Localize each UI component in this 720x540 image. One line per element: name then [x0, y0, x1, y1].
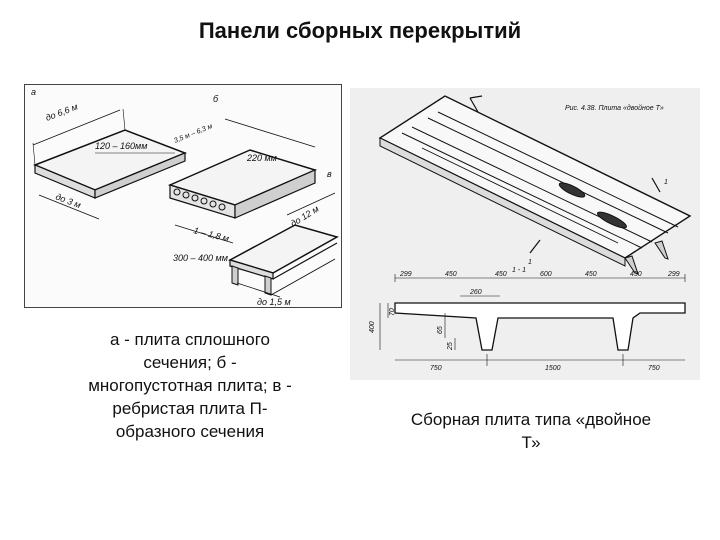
slab-types-drawing: а до 6,6 м 120 – 160мм до 3 м б 3,5 м – … — [24, 84, 342, 308]
label-a: а — [31, 87, 36, 97]
solid-slab-a — [32, 108, 188, 220]
dim-top: 450 — [445, 271, 457, 278]
cut-mark-1: 1 — [664, 179, 668, 186]
double-t-isometric — [378, 95, 692, 275]
section-mark: 1 - 1 — [512, 267, 526, 274]
label-v: в — [327, 169, 332, 179]
dim-width-b: 1 – 1,8 м — [193, 225, 231, 243]
dim-bottom: 750 — [648, 365, 660, 372]
dim-rib-depth: 300 – 400 мм — [173, 253, 228, 263]
ribbed-slab-v — [228, 192, 339, 298]
caption-right: Сборная плита типа «двойное Т» — [366, 408, 696, 454]
caption-right-line: Сборная плита типа «двойное — [410, 410, 652, 429]
slab-types-svg: а до 6,6 м 120 – 160мм до 3 м б 3,5 м – … — [31, 87, 339, 307]
dim-top: 299 — [399, 271, 412, 278]
slide-title: Панели сборных перекрытий — [198, 18, 522, 43]
dim-thick-b: 220 мм — [246, 153, 277, 163]
dim-top: 600 — [540, 271, 552, 278]
dim-side: 70 — [389, 308, 396, 316]
dim-width-v: до 1,5 м — [257, 297, 291, 307]
dim-len-a: до 6,6 м — [44, 101, 79, 122]
dim-side: 25 — [447, 342, 454, 351]
caption-left-line: а - плита сплошного — [110, 330, 270, 349]
dim-width-a: до 3 м — [54, 192, 82, 211]
caption-left-line: ребристая плита П- — [112, 399, 268, 418]
dim-bottom: 750 — [430, 365, 442, 372]
dim-len-v: до 12 м — [289, 204, 321, 229]
dim-thick-a: 120 – 160мм — [95, 141, 147, 151]
caption-left-line: сечения; б - — [143, 353, 237, 372]
caption-left-line: многопустотная плита; в - — [88, 376, 292, 395]
dim-len-b: 3,5 м – 6,3 м — [173, 123, 214, 145]
double-t-svg: Рис. 4.38. Плита «двойное Т» 1 1 1 - 1 — [369, 95, 692, 372]
dim-top: 450 — [585, 271, 597, 278]
caption-left: а - плита сплошного сечения; б - многопу… — [40, 328, 340, 443]
double-t-section — [379, 274, 686, 366]
dim-bottom: 1500 — [545, 365, 561, 372]
dim-top: 299 — [667, 271, 680, 278]
dim-top: 450 — [630, 271, 642, 278]
dim-top: 450 — [495, 271, 507, 278]
caption-left-line: образного сечения — [115, 422, 265, 441]
double-t-drawing: Рис. 4.38. Плита «двойное Т» 1 1 1 - 1 — [350, 88, 700, 380]
label-b: б — [213, 94, 219, 104]
dim-side: 400 — [369, 321, 376, 333]
dim-260: 260 — [469, 289, 482, 296]
dim-side: 65 — [437, 326, 444, 334]
cut-mark-2: 1 — [528, 259, 532, 266]
hollow-core-slab-b — [167, 118, 318, 244]
caption-right-line: Т» — [521, 433, 541, 452]
figure-caption-small: Рис. 4.38. Плита «двойное Т» — [565, 104, 664, 112]
